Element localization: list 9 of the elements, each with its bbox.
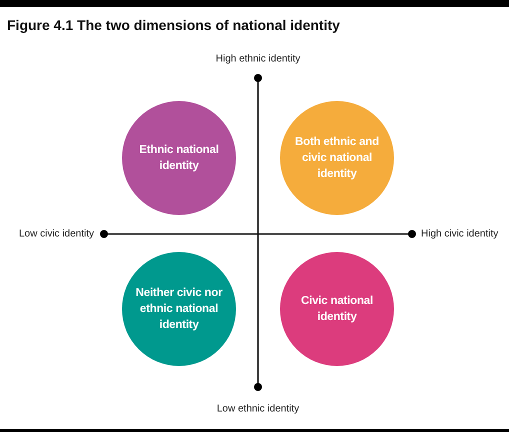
axis-label: High civic identity bbox=[421, 228, 498, 240]
axis-label: Low civic identity bbox=[18, 228, 94, 240]
axis-label: Low ethnic identity bbox=[216, 402, 300, 416]
figure-title: Figure 4.1 The two dimensions of national identity bbox=[7, 16, 340, 34]
circle-label: Ethnic national identity bbox=[138, 143, 220, 174]
circle-label: Both ethnic and civic national identity bbox=[294, 135, 380, 182]
circle-label: Civic national identity bbox=[300, 294, 374, 325]
circle-label: Neither civic nor ethnic national identity bbox=[134, 286, 224, 333]
axis-label: High ethnic identity bbox=[216, 52, 300, 66]
